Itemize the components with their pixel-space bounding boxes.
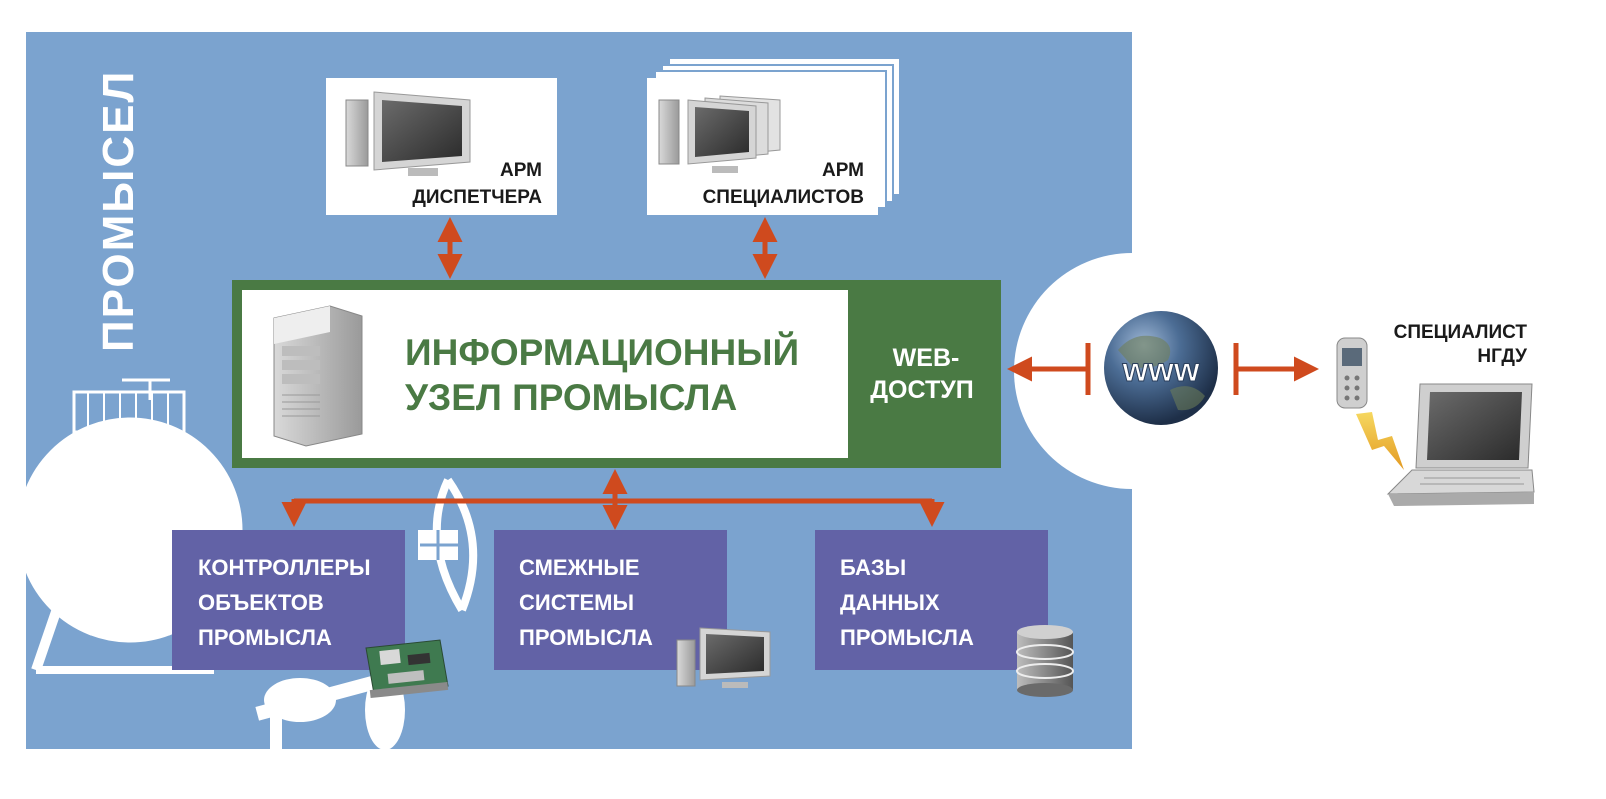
related-systems-line1: СМЕЖНЫЕ — [519, 555, 640, 580]
database-icon — [1016, 625, 1074, 697]
arrow-globe-specialist — [1233, 343, 1319, 395]
arm-dispatcher-box: АРМ ДИСПЕТЧЕРА — [326, 78, 557, 215]
info-node-box: ИНФОРМАЦИОННЫЙ УЗЕЛ ПРОМЫСЛА WEB- ДОСТУП — [232, 280, 1001, 468]
server-icon — [273, 305, 363, 447]
arm-dispatcher-line2: ДИСПЕТЧЕРА — [412, 187, 542, 208]
workstation-icon — [345, 91, 471, 176]
databases-line3: ПРОМЫСЛА — [840, 625, 974, 650]
pump-jack-icon — [255, 670, 405, 755]
globe-label: www — [1121, 351, 1199, 388]
controllers-box: КОНТРОЛЛЕРЫ ОБЪЕКТОВ ПРОМЫСЛА — [172, 530, 449, 699]
computer-icon — [676, 627, 771, 688]
arrow-web-globe — [1007, 343, 1091, 395]
info-node-line1: ИНФОРМАЦИОННЫЙ — [405, 331, 799, 373]
related-systems-box: СМЕЖНЫЕ СИСТЕМЫ ПРОМЫСЛА — [494, 530, 771, 688]
arm-specialists-box: АРМ СПЕЦИАЛИСТОВ — [647, 57, 901, 215]
antenna-icon — [418, 477, 478, 613]
mobile-phone-icon — [1336, 337, 1368, 409]
specialist-line1: СПЕЦИАЛИСТ — [1394, 322, 1528, 343]
related-systems-line3: ПРОМЫСЛА — [519, 625, 653, 650]
lightning-icon — [1356, 412, 1404, 470]
arm-dispatcher-line1: АРМ — [500, 160, 542, 181]
databases-box: БАЗЫ ДАННЫХ ПРОМЫСЛА — [815, 530, 1074, 697]
globe-icon: www — [1104, 311, 1218, 425]
field-vertical-label: ПРОМЫСЕЛ — [94, 70, 143, 352]
controller-board-icon — [365, 639, 449, 699]
arm-specialists-line1: АРМ — [822, 160, 864, 181]
arrow-node-bus — [281, 469, 945, 530]
web-access-line1: WEB- — [893, 344, 960, 372]
workstations-icon — [658, 95, 781, 173]
specialist-line2: НГДУ — [1477, 346, 1527, 367]
info-node-line2: УЗЕЛ ПРОМЫСЛА — [405, 377, 737, 418]
related-systems-line2: СИСТЕМЫ — [519, 590, 634, 615]
databases-line2: ДАННЫХ — [840, 590, 940, 615]
databases-line1: БАЗЫ — [840, 555, 906, 580]
controllers-line3: ПРОМЫСЛА — [198, 625, 332, 650]
laptop-icon — [1386, 383, 1535, 506]
controllers-line1: КОНТРОЛЛЕРЫ — [198, 555, 371, 580]
arm-specialists-line2: СПЕЦИАЛИСТОВ — [703, 187, 864, 208]
controllers-line2: ОБЪЕКТОВ — [198, 590, 324, 615]
web-access-line2: ДОСТУП — [870, 376, 973, 404]
